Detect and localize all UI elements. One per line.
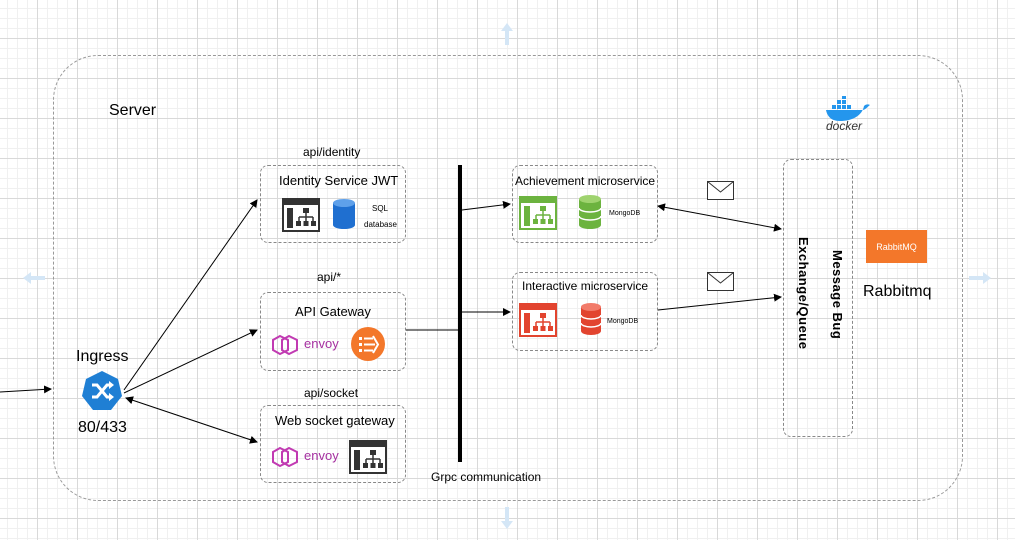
server-title: Server [109,102,157,119]
docker-logo: docker [822,96,872,136]
app-window-icon [519,303,557,337]
message-queue-label-line2: Exchange/Queue [796,237,811,350]
envoy-icon [272,334,302,356]
route-identity-label: api/identity [303,145,361,159]
mongodb-database-icon [580,302,602,336]
achievement-service-box [512,165,658,243]
app-window-icon [349,440,387,474]
arrow-down-icon [500,506,514,530]
rabbitmq-badge: RabbitMQ [866,230,927,263]
grpc-label: Grpc communication [431,470,542,484]
envelope-icon [707,181,734,200]
sql-db-label-2: database [364,220,397,229]
ingress-shuffle-icon [81,370,123,412]
websocket-envoy-label: envoy [304,448,339,463]
route-socket-label: api/socket [304,386,359,400]
api-gateway-envoy-label: envoy [304,336,339,351]
route-all-label: api/* [317,270,342,284]
arrow-ingress-to-identity [123,199,258,391]
identity-service-box [260,165,406,243]
docker-whale-icon [826,96,870,121]
identity-service-title: Identity Service JWT [279,173,399,188]
interactive-service-title: Interactive microservice [522,279,649,293]
envoy-icon [272,446,302,468]
envelope-icon [707,272,734,291]
achievement-service-title: Achievement microservice [515,174,656,188]
arrow-external-to-ingress [0,385,52,394]
arrow-achievement-queue [657,203,782,232]
arrow-interactive-to-queue [657,293,782,311]
arrow-left-icon [22,271,46,285]
interactive-service-box [512,272,658,351]
docker-label: docker [826,119,863,133]
websocket-gateway-title: Web socket gateway [275,413,395,428]
arrow-ingress-websocket [125,396,258,444]
achievement-db-label: MongoDB [609,210,641,217]
sql-database-icon [332,198,356,230]
arrow-bus-to-achievement [461,200,511,211]
server-container [53,55,963,501]
mongodb-database-icon [578,194,602,230]
arrow-ingress-to-gateway [123,329,258,394]
message-queue-label-line1: Message Bug [830,250,845,340]
load-balancer-icon [350,326,386,362]
interactive-db-label: MongoDB [607,318,639,325]
ingress-title: Ingress [76,348,129,365]
sql-db-label-1: SQL [372,204,389,213]
api-gateway-title: API Gateway [295,304,371,319]
app-window-icon [519,196,557,230]
message-queue-box [783,159,853,437]
websocket-gateway-box [260,405,406,483]
api-gateway-box [260,292,406,371]
ingress-port: 80/433 [78,419,127,436]
arrow-right-icon [968,271,992,285]
rabbitmq-label: Rabbitmq [863,283,932,300]
rabbitmq-badge-text: RabbitMQ [876,241,917,252]
app-window-icon [282,198,320,232]
arrow-up-icon [500,22,514,46]
